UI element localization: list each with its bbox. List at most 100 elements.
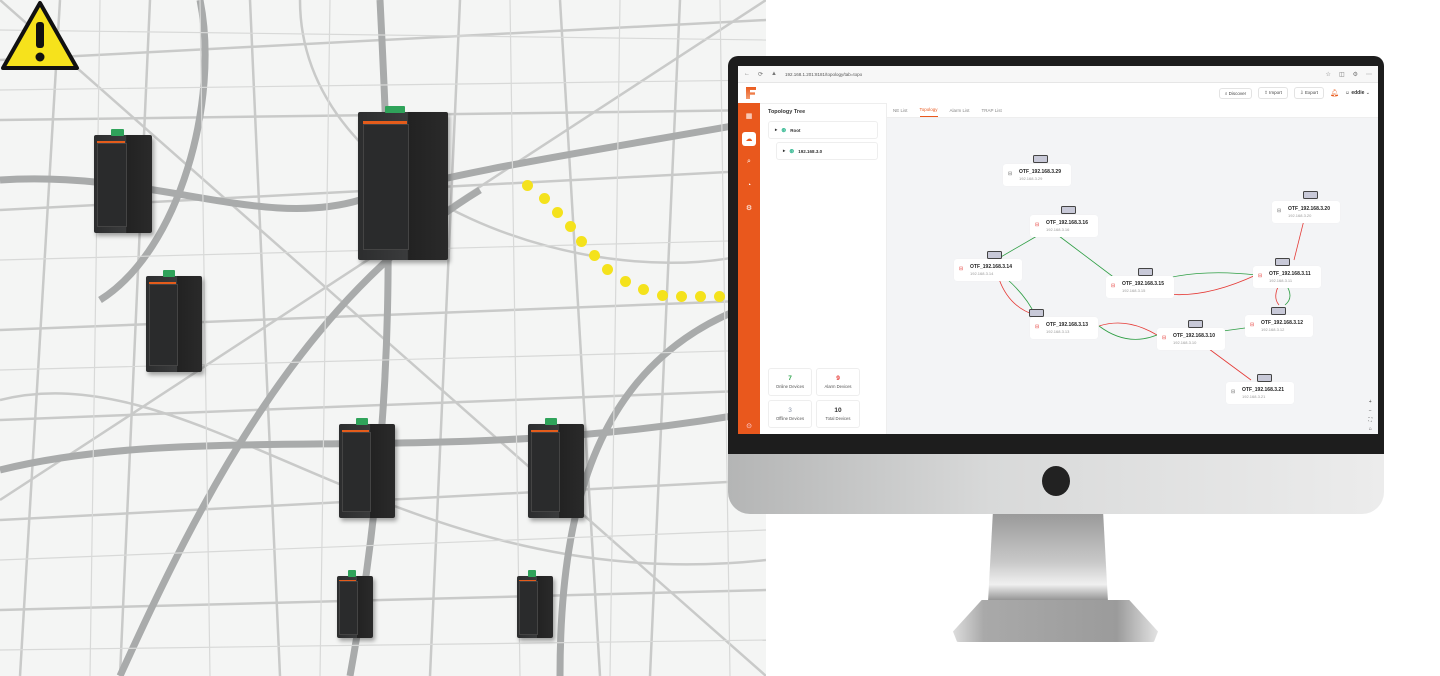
street-map — [0, 0, 766, 676]
network-switch — [94, 129, 152, 233]
network-switch — [146, 270, 202, 372]
node-name: OTF_192.168.3.15 — [1122, 281, 1164, 287]
device-stats: 7 Online Devices 9 Alarm Devices 3 Offli… — [768, 368, 860, 428]
alert-dot — [565, 221, 576, 232]
import-label: Import — [1269, 90, 1282, 95]
network-switch-small — [517, 570, 553, 638]
topology-canvas[interactable]: ⊟ OTF_192.168.3.29 192.168.3.29 ⊟ OTF_19… — [887, 117, 1378, 434]
tab-ne-list[interactable]: NE List — [893, 107, 908, 113]
warning-icon — [1, 1, 79, 70]
device-icon — [1061, 206, 1076, 214]
stat-value: 10 — [834, 407, 842, 414]
switch-icon: ⊟ — [1162, 335, 1167, 341]
cloud-icon[interactable]: ☁ — [742, 132, 756, 146]
city-map-illustration — [0, 0, 766, 676]
tree-node-label: 192.168.3.0 — [798, 148, 823, 154]
switch-icon: ⊟ — [1035, 222, 1040, 228]
app-header: ⌕ Discover ⇪ Import ⇩ Export 🔔︎ ☺ eddie … — [738, 83, 1378, 104]
collections-icon[interactable]: ◫ — [1338, 71, 1345, 78]
star-icon[interactable]: ☆ — [1325, 71, 1331, 78]
switch-icon: ⊟ — [1277, 208, 1282, 214]
chart-icon[interactable]: ◔ — [746, 181, 752, 189]
caret-icon[interactable]: ▸ — [775, 127, 778, 132]
node-ip: 192.168.3.15 — [1122, 288, 1146, 293]
browser-toolbar: ← ⟳ ▲ 192.168.1.201:8181/topology/tab=to… — [738, 66, 1378, 83]
import-button[interactable]: ⇪ Import — [1258, 87, 1288, 99]
tab-topology[interactable]: Topology — [919, 103, 938, 117]
node-name: OTF_192.168.3.11 — [1269, 271, 1311, 277]
topology-node[interactable]: ⊟ OTF_192.168.3.13 192.168.3.13 — [1030, 317, 1098, 339]
topology-node[interactable]: ⊟ OTF_192.168.3.15 192.168.3.15 — [1106, 276, 1174, 298]
stat-value: 9 — [836, 375, 840, 382]
device-icon — [1138, 268, 1153, 276]
tree-node-root[interactable]: ▸ ⊛ Root — [768, 121, 878, 139]
topology-node[interactable]: ⊟ OTF_192.168.3.12 192.168.3.12 — [1245, 315, 1313, 337]
export-button[interactable]: ⇩ Export — [1293, 87, 1324, 99]
grid-icon[interactable]: ▦ — [745, 113, 753, 120]
refresh-icon[interactable]: ⟳ — [758, 71, 764, 78]
side-rail: ▦ ☁ ⌕ ◔ ⚙ ⊙ — [738, 103, 760, 434]
discover-label: Discover — [1228, 90, 1247, 96]
stat-value: 7 — [788, 375, 792, 382]
alert-dot — [539, 193, 550, 204]
alert-dot — [657, 290, 668, 301]
node-ip: 192.168.3.11 — [1269, 278, 1293, 283]
app-screen: ← ⟳ ▲ 192.168.1.201:8181/topology/tab=to… — [738, 66, 1378, 434]
node-name: OTF_192.168.3.10 — [1173, 333, 1215, 339]
node-ip: 192.168.3.12 — [1261, 327, 1285, 332]
fit-view-button[interactable]: ⛶ — [1368, 417, 1372, 423]
node-ip: 192.168.3.14 — [970, 271, 994, 276]
node-name: OTF_192.168.3.16 — [1046, 220, 1088, 226]
tab-alarm-list[interactable]: Alarm List — [949, 107, 970, 113]
alert-dot — [522, 180, 533, 191]
zoom-in-button[interactable]: + — [1368, 399, 1372, 405]
main-panel: NE List Topology Alarm List TRAP List — [887, 103, 1378, 434]
monitor-stand — [988, 514, 1108, 602]
tab-bar: NE List Topology Alarm List TRAP List — [887, 103, 1378, 118]
extensions-icon[interactable]: ⚙ — [1352, 71, 1358, 78]
user-menu[interactable]: ☺ eddie ⌄ — [1344, 90, 1370, 96]
tree-node-subnet[interactable]: ▸ ⊛ 192.168.3.0 — [776, 142, 878, 160]
url-bar[interactable]: 192.168.1.201:8181/topology/tab=topo — [784, 71, 863, 77]
zoom-out-button[interactable]: − — [1368, 408, 1372, 414]
collapse-icon[interactable]: ⊙ — [746, 423, 752, 430]
bell-icon[interactable]: 🔔︎ — [1329, 90, 1339, 97]
alert-dot — [695, 291, 706, 302]
back-icon[interactable]: ← — [744, 71, 750, 77]
device-icon — [1188, 320, 1203, 328]
device-icon — [987, 251, 1002, 259]
not-secure-icon[interactable]: ▲ — [771, 71, 777, 77]
node-name: OTF_192.168.3.12 — [1261, 320, 1303, 326]
more-icon[interactable]: ⋯ — [1366, 71, 1372, 78]
node-ip: 192.168.3.21 — [1242, 394, 1266, 399]
switch-icon: ⊟ — [959, 266, 964, 272]
alert-dot — [638, 284, 649, 295]
caret-icon[interactable]: ▸ — [783, 148, 786, 153]
topology-node[interactable]: ⊟ OTF_192.168.3.29 192.168.3.29 — [1003, 164, 1071, 186]
discover-button[interactable]: ⌕ Discover — [1218, 87, 1253, 99]
device-icon — [1029, 309, 1044, 317]
stat-label: Total Devices — [825, 416, 851, 421]
switch-icon: ⊟ — [1258, 273, 1263, 279]
settings-icon[interactable]: ⚙ — [745, 205, 753, 212]
topology-node[interactable]: ⊟ OTF_192.168.3.21 192.168.3.21 — [1226, 382, 1294, 404]
network-switch — [339, 418, 395, 518]
export-label: Export — [1304, 90, 1318, 95]
topology-tree-title: Topology Tree — [768, 109, 806, 115]
stat-label: Alarm Devices — [824, 384, 852, 389]
stat-online: 7 Online Devices — [768, 368, 812, 396]
search-icon[interactable]: ⌕ — [747, 158, 751, 165]
node-ip: 192.168.3.10 — [1173, 340, 1197, 345]
topology-node[interactable]: ⊟ OTF_192.168.3.20 192.168.3.20 — [1272, 201, 1340, 223]
alert-dot — [714, 291, 725, 302]
zoom-controls: + − ⛶ ⌂ — [1368, 399, 1372, 432]
user-name: eddie — [1351, 90, 1365, 96]
topology-node[interactable]: ⊟ OTF_192.168.3.11 192.168.3.11 — [1253, 266, 1321, 288]
topology-node[interactable]: ⊟ OTF_192.168.3.16 192.168.3.16 — [1030, 215, 1098, 237]
tab-trap-list[interactable]: TRAP List — [981, 107, 1002, 113]
home-view-button[interactable]: ⌂ — [1368, 426, 1372, 432]
topology-node[interactable]: ⊟ OTF_192.168.3.10 192.168.3.10 — [1157, 328, 1225, 350]
topology-node[interactable]: ⊟ OTF_192.168.3.14 192.168.3.14 — [954, 259, 1022, 281]
stat-total: 10 Total Devices — [816, 400, 860, 428]
network-icon: ⊛ — [781, 127, 787, 134]
